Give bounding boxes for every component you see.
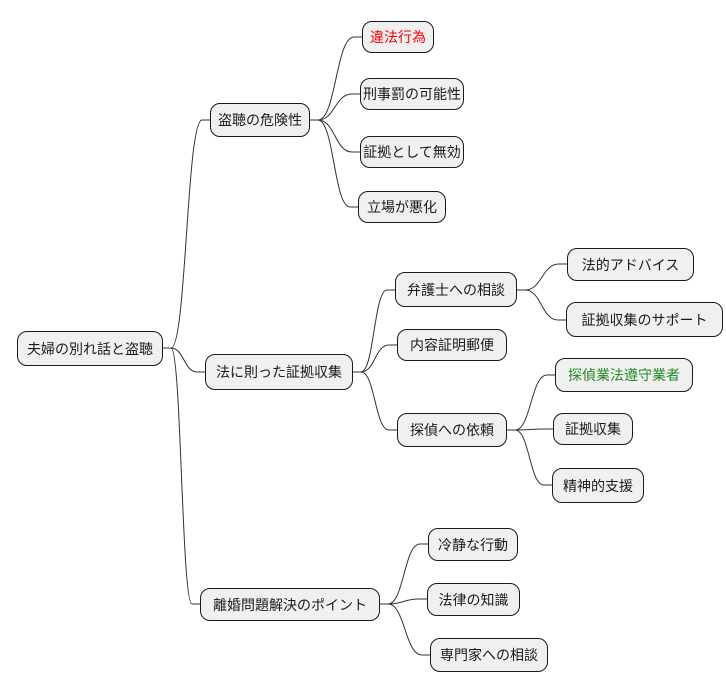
edge-legal-to-lawyer (353, 289, 395, 373)
node-certified-mail[interactable]: 内容証明郵便 (397, 329, 507, 361)
node-criminal-penalty[interactable]: 刑事罰の可能性 (360, 78, 464, 110)
node-law-compliant-agency[interactable]: 探偵業法遵守業者 (555, 358, 693, 392)
edge-lawyer-to-advice (517, 263, 567, 291)
edge-danger-to-invalid (310, 119, 360, 153)
node-expert-consultation[interactable]: 専門家への相談 (430, 638, 548, 672)
edge-danger-to-illegal (310, 36, 362, 121)
edge-points-to-knowledge (380, 598, 427, 605)
edge-danger-to-penalty (310, 93, 360, 121)
node-root[interactable]: 夫婦の別れ話と盗聴 (17, 331, 163, 366)
node-legal-knowledge[interactable]: 法律の知識 (427, 583, 520, 616)
node-divorce-points[interactable]: 離婚問題解決のポイント (200, 588, 380, 621)
node-calm-action[interactable]: 冷静な行動 (428, 528, 518, 561)
edge-detective-to-compliant (507, 374, 555, 431)
edge-danger-to-worsened (310, 119, 358, 208)
node-evidence-collection[interactable]: 証拠収集 (553, 413, 633, 445)
edge-points-to-calm (380, 543, 428, 605)
edge-root-to-legal-evidence (163, 347, 205, 373)
edge-legal-to-detective (353, 371, 397, 431)
node-lawyer-consultation[interactable]: 弁護士への相談 (395, 272, 517, 307)
node-detective-request[interactable]: 探偵への依頼 (397, 413, 507, 447)
node-legal-advice[interactable]: 法的アドバイス (567, 248, 694, 281)
node-invalid-evidence[interactable]: 証拠として無効 (360, 136, 464, 168)
node-evidence-support[interactable]: 証拠収集のサポート (566, 302, 723, 337)
node-mental-support[interactable]: 精神的支援 (552, 468, 644, 503)
edge-points-to-expert (380, 603, 430, 656)
edge-detective-to-mental (507, 429, 552, 486)
node-worsened-position[interactable]: 立場が悪化 (358, 191, 446, 223)
edge-legal-to-mail (353, 344, 397, 373)
edge-lawyer-to-support (517, 289, 566, 321)
node-wiretap-danger[interactable]: 盗聴の危険性 (210, 103, 310, 137)
node-legal-evidence-collection[interactable]: 法に則った証拠収集 (205, 354, 353, 390)
node-illegal-act[interactable]: 違法行為 (362, 21, 434, 53)
edge-root-to-divorce-points (163, 347, 200, 605)
edge-root-to-wiretap-danger (163, 119, 210, 349)
